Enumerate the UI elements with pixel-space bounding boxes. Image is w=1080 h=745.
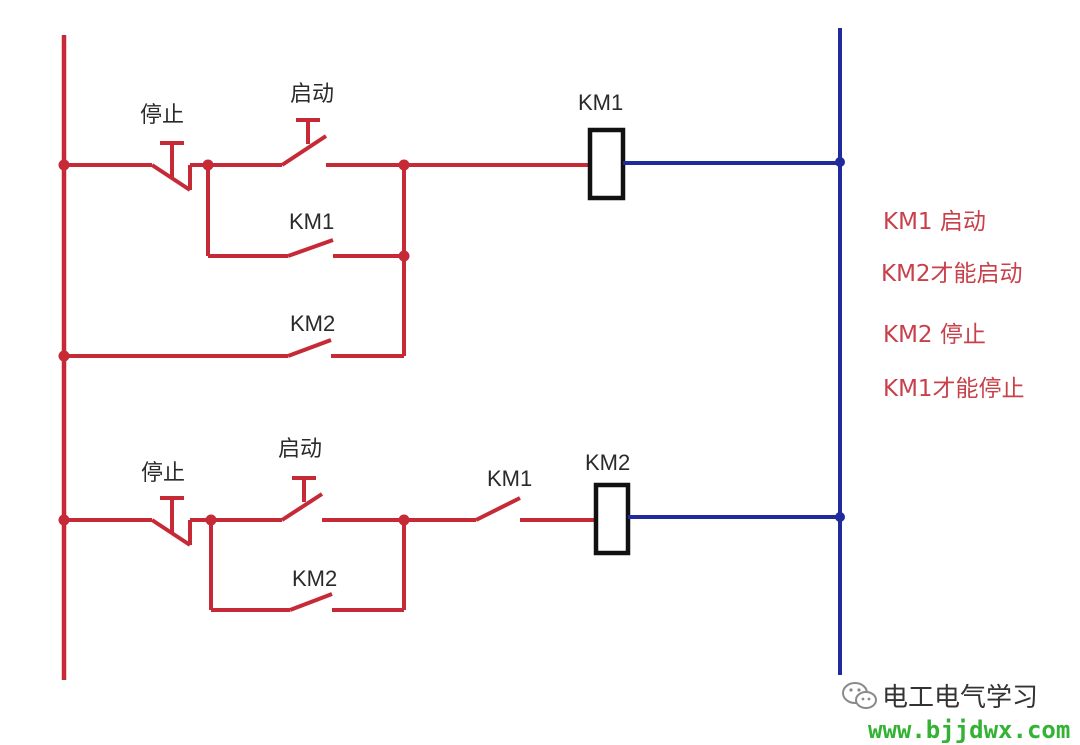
rung-2-stop-button <box>150 496 192 547</box>
rung-2-km2-seal-label: KM2 <box>292 566 337 591</box>
rung-2-km2-seal-contact <box>289 592 333 612</box>
rung-1-stop-label: 停止 <box>140 103 184 128</box>
rung-1-km1-coil <box>587 127 840 201</box>
note-line-2: KM2才能启动 <box>881 261 1023 287</box>
rung-2-km2-coil <box>593 482 840 556</box>
rung-2-stop-label: 停止 <box>141 461 185 486</box>
wechat-icon <box>842 682 877 709</box>
rung-2: 停止 启动 KM1 KM2 KM2 <box>58 437 840 612</box>
rung-1-stop-button <box>150 141 192 192</box>
note-line-1: KM1 启动 <box>883 209 986 235</box>
notes-block: KM1 启动 KM2才能启动 KM2 停止 KM1才能停止 <box>881 209 1025 402</box>
rung-2-start-button <box>280 476 324 522</box>
rung-2-km1-label: KM1 <box>487 466 532 491</box>
rung-2-junctions <box>58 514 410 526</box>
watermark-url: www.bjjdwx.com <box>868 716 1070 744</box>
watermark-name: 电工电气学习 <box>882 683 1038 713</box>
rung-2-km1-contact <box>475 496 521 522</box>
rung-1-km1-seal-contact <box>287 238 334 258</box>
rung-2-coil-label: KM2 <box>585 450 630 475</box>
rung-1: 停止 启动 KM1 KM2 KM1 <box>58 82 840 362</box>
rung-1-km2-contact <box>287 338 332 358</box>
rung-1-junctions <box>58 159 410 362</box>
right-power-rail <box>835 28 845 675</box>
rung-1-km2-label: KM2 <box>290 311 335 336</box>
rung-2-start-label: 启动 <box>278 437 322 462</box>
rung-1-coil-label: KM1 <box>578 90 623 115</box>
rung-2-wires <box>64 518 596 612</box>
note-line-3: KM2 停止 <box>883 322 986 348</box>
rung-1-km1-seal-label: KM1 <box>289 209 334 234</box>
rung-1-start-label: 启动 <box>290 82 334 107</box>
watermark: 电工电气学习 www.bjjdwx.com <box>842 682 1070 744</box>
note-line-4: KM1才能停止 <box>883 376 1025 402</box>
rung-1-start-button <box>280 118 328 167</box>
